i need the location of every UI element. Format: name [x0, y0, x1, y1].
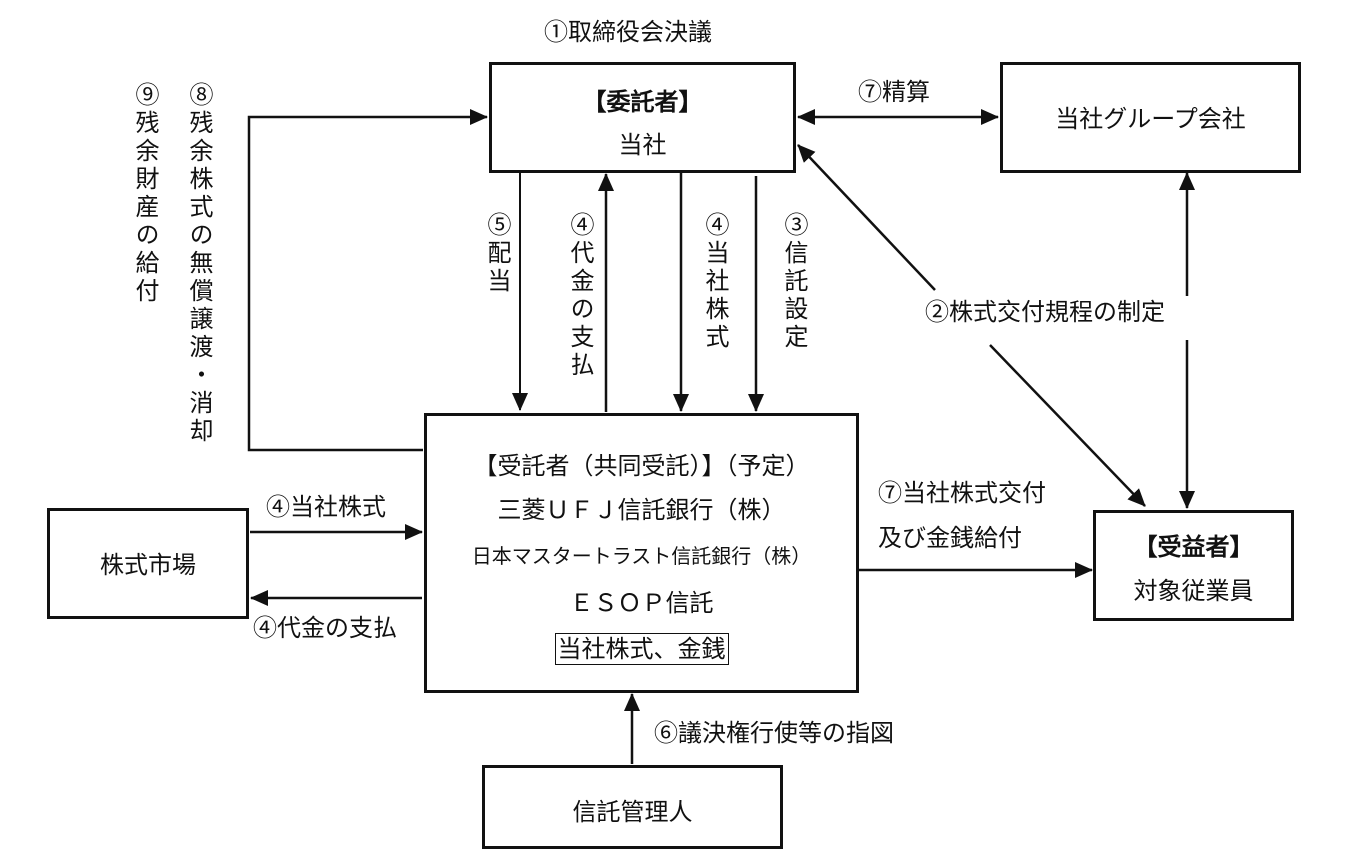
- beneficiary-box: 【受益者】 対象従業員: [1093, 510, 1294, 621]
- residual-shares-label: ⑧残余株式の無償譲渡・消却: [185, 82, 213, 446]
- residual-assets-label: ⑨残余財産の給付: [131, 82, 159, 306]
- group-company-box: 当社グループ会社: [1000, 62, 1301, 173]
- residual-return-arrow: [247, 109, 488, 452]
- trustee-bank1: 三菱ＵＦＪ信託銀行（株）: [497, 496, 786, 524]
- beneficiary-heading: 【受益者】: [1133, 532, 1254, 561]
- trustee-trust: ＥＳＯＰ信託: [569, 589, 714, 617]
- delivery-label-line2: 及び金銭給付: [878, 524, 1022, 552]
- trustor-heading: 【委託者】: [582, 87, 703, 116]
- dividend-label: ⑤配当: [483, 212, 511, 296]
- payment-up-label: ④代金の支払: [566, 212, 594, 380]
- trustor-box: 【委託者】 当社: [489, 62, 796, 173]
- stock-market-box: 株式市場: [47, 508, 249, 619]
- rules-arrow-trustor: [797, 144, 936, 291]
- group-company-name: 当社グループ会社: [1055, 105, 1246, 133]
- board-resolution-label: ①取締役会決議: [544, 18, 712, 46]
- market-payment-label: ④代金の支払: [253, 614, 397, 642]
- rules-label: ②株式交付規程の制定: [925, 298, 1165, 326]
- trust-admin-name: 信託管理人: [572, 798, 693, 826]
- trustee-assets: 当社株式、金銭: [554, 633, 729, 665]
- stock-market-name: 株式市場: [100, 551, 196, 579]
- trust-setup-label: ③信託設定: [780, 212, 808, 352]
- trust-admin-box: 信託管理人: [482, 765, 783, 849]
- trustee-heading: 【受託者（共同受託）】（予定）: [473, 452, 810, 480]
- settlement-label: ⑦精算: [858, 78, 930, 106]
- trustee-box: 【受託者（共同受託）】（予定） 三菱ＵＦＪ信託銀行（株） 日本マスタートラスト信…: [424, 413, 859, 693]
- trustee-bank2: 日本マスタートラスト信託銀行（株）: [471, 544, 812, 568]
- beneficiary-name: 対象従業員: [1133, 577, 1254, 605]
- delivery-label-line1: ⑦当社株式交付: [878, 479, 1046, 507]
- voting-label: ⑥議決権行使等の指図: [654, 719, 894, 747]
- trustor-name: 当社: [618, 131, 667, 159]
- rules-arrow-beneficiary: [989, 344, 1146, 507]
- market-shares-label: ④当社株式: [266, 493, 386, 521]
- shares-down-label: ④当社株式: [701, 212, 729, 352]
